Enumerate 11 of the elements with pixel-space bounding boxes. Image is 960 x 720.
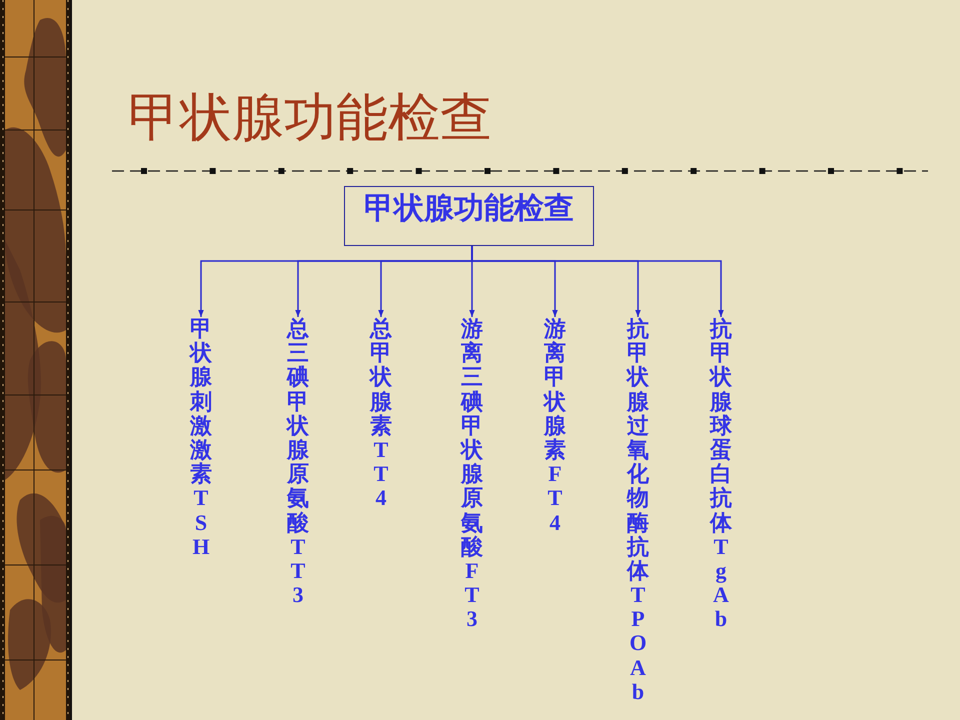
vertical-label: 游离三碘甲状腺原氨酸FT3 bbox=[461, 317, 483, 632]
vertical-label: 抗甲状腺球蛋白抗体TgAb bbox=[710, 317, 732, 632]
slide-title: 甲状腺功能检查 bbox=[128, 87, 492, 150]
vertical-label: 甲状腺刺激激素TSH bbox=[190, 317, 212, 559]
vertical-label: 总甲状腺素TT4 bbox=[370, 317, 392, 510]
vertical-label: 抗甲状腺过氧化物酶抗体TPOAb bbox=[627, 317, 649, 704]
box-label: 甲状腺功能检查 bbox=[364, 191, 574, 227]
vertical-label: 总三碘甲状腺原氨酸TT3 bbox=[287, 317, 309, 608]
vertical-label: 游离甲状腺素FT4 bbox=[544, 317, 566, 535]
connector-arrow bbox=[471, 246, 724, 317]
process-box bbox=[344, 186, 594, 246]
